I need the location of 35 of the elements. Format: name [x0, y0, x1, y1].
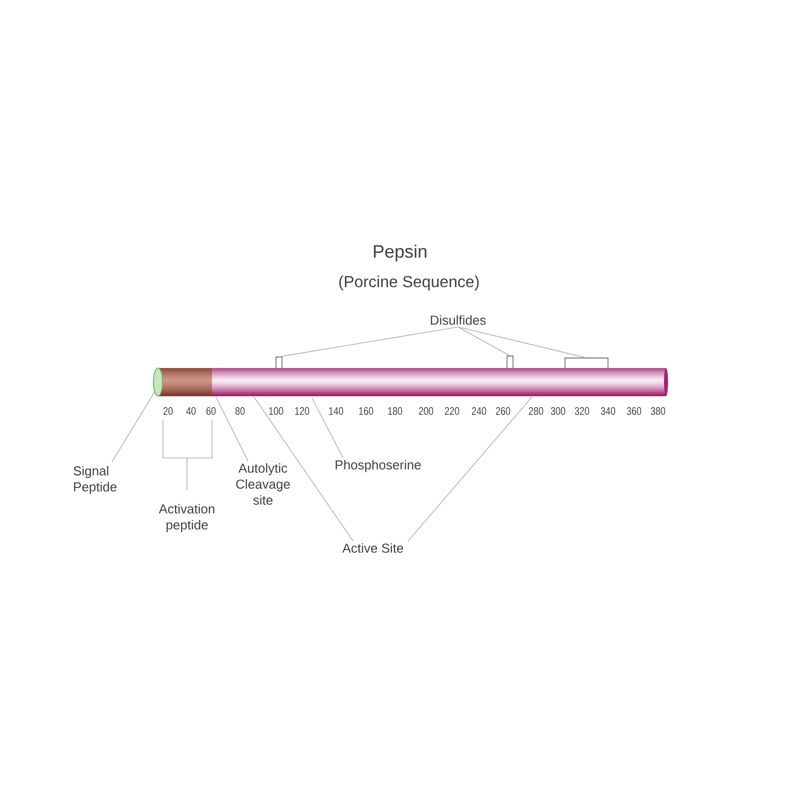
leader-line	[278, 326, 458, 358]
tick-label: 360	[626, 407, 642, 415]
label-text: Active Site	[342, 543, 404, 553]
tick-label: 180	[388, 407, 402, 415]
label-text: Signal Peptide	[74, 466, 116, 494]
tick-label: 60	[206, 407, 216, 415]
disulfide-bond-bracket	[564, 358, 608, 368]
tick-label: 340	[600, 407, 616, 415]
tick-label: 80	[235, 407, 245, 415]
subtitle: (Porcine Sequence)	[339, 276, 479, 290]
label-text: Activation peptide	[158, 504, 214, 532]
tick-label: 240	[472, 407, 486, 415]
tick-label: 160	[359, 407, 374, 415]
tick-label: 100	[269, 407, 284, 415]
tick-label: 300	[550, 407, 566, 415]
tick-label: 280	[528, 407, 544, 415]
tick-label: 220	[444, 407, 460, 415]
leader-line	[458, 326, 510, 356]
signal-peptide-cap	[153, 368, 163, 396]
leader-line	[458, 326, 587, 358]
tick-label: 140	[329, 407, 344, 415]
leader-line	[112, 392, 155, 462]
tick-label: 260	[496, 407, 510, 415]
tick-label: 320	[574, 407, 590, 415]
label-text: Disulfides	[430, 315, 486, 325]
tick-label: 120	[295, 407, 310, 415]
tick-label: 40	[186, 407, 196, 415]
title: Pepsin	[374, 244, 426, 262]
disulfide-bond-bracket	[506, 356, 514, 368]
tick-label: 200	[418, 407, 434, 415]
tick-label: 380	[650, 407, 666, 415]
tick-label: 20	[163, 407, 173, 415]
disulfide-bond-bracket	[276, 356, 282, 368]
label-text: Phosphoserine	[336, 460, 421, 472]
label-text: Autolytic Cleavage site	[236, 463, 290, 505]
